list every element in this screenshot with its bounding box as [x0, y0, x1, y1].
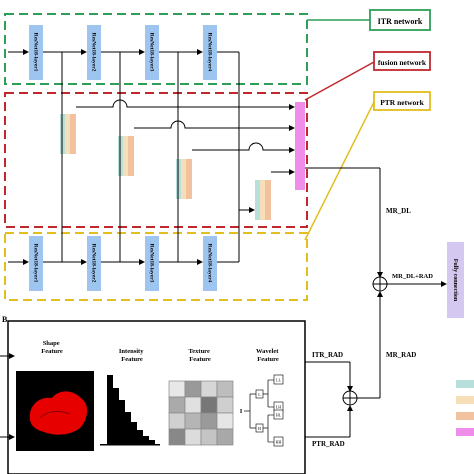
fusion-block-4: [255, 180, 271, 220]
intensity-histogram: [100, 375, 160, 446]
ptr-region: [4, 232, 308, 301]
itr-resnet-layer4: [203, 25, 217, 80]
itr-region: [4, 13, 308, 85]
ptr-connector: [304, 101, 375, 241]
intensity-feature-title-l1: Intensity: [119, 348, 144, 355]
wavelet-ll: LL: [276, 378, 281, 383]
hist-bar-1: [107, 375, 113, 445]
fusion-label-box: [373, 51, 431, 71]
texture-feature-title-l1: Texture: [189, 348, 210, 355]
fusion-label: fusion network: [378, 58, 427, 67]
hist-bar-4: [125, 412, 131, 445]
fully-connection-block: [447, 242, 464, 318]
ptr-resnet-layer2: [87, 236, 101, 291]
fusion-region: [4, 92, 308, 228]
intensity-feature-title-l2: Feature: [121, 356, 143, 363]
itr-resnet-layer3-label: ResNet18-layer3: [149, 33, 155, 72]
texture-feature-title-l2: Feature: [189, 356, 211, 363]
ptr-resnet-layer3-label: ResNet18-layer3: [149, 244, 155, 283]
ptr-resnet-chain: ResNet18-layer1 ResNet18-layer2 ResNet18…: [8, 236, 217, 291]
itr-label: ITR network: [378, 17, 423, 26]
tumor-texture: [39, 410, 71, 419]
itr-resnet-layer2: [87, 25, 101, 80]
mr-rad-label: MR_RAD: [386, 351, 416, 359]
shape-feature-title: Shape Feature: [41, 340, 63, 355]
ptr-resnet-layer4-label: ResNet18-layer4: [207, 244, 213, 283]
hist-bar-6: [137, 430, 143, 445]
wavelet-lh: LH: [276, 405, 281, 410]
hist-bar-3: [119, 400, 125, 445]
ptr-resnet-layer2-label: ResNet18-layer2: [91, 244, 97, 283]
itr-label-box: [369, 9, 431, 31]
fusion-connector: [304, 61, 375, 101]
itr-resnet-layer4-label: ResNet18-layer4: [207, 33, 213, 72]
fully-connection-label: Fully connection: [452, 259, 458, 302]
wavelet-hl: HL: [276, 413, 282, 418]
legend-swatch-peach: [456, 412, 474, 420]
texture-grid: [168, 380, 234, 446]
itr-resnet-layer1: [29, 25, 43, 80]
tumor-shape: [29, 391, 88, 435]
fusion-output-block: [295, 102, 305, 190]
itr-resnet-layer2-label: ResNet18-layer2: [91, 33, 97, 72]
hist-bar-7: [143, 436, 149, 445]
itr-resnet-layer1-label: ResNet18-layer1: [33, 33, 39, 72]
intensity-feature-title: Intensity Feature: [119, 348, 145, 363]
ptr-resnet-layer4: [203, 236, 217, 291]
wavelet-input: I: [240, 409, 243, 415]
wavelet-h: H: [258, 426, 261, 431]
fusion-feed-lines: [76, 99, 295, 175]
legend-swatch-teal: [456, 380, 474, 388]
fusion-taps: [61, 51, 255, 263]
panel-b-letter: B: [2, 315, 8, 324]
hist-bar-8: [149, 440, 155, 445]
texture-feature-title: Texture Feature: [189, 348, 212, 363]
itr-resnet-layer3: [145, 25, 159, 80]
ptr-label-box: [373, 91, 431, 111]
hist-bar-5: [131, 422, 137, 445]
wavelet-tree: I L H LL LH HL HH: [240, 374, 284, 447]
mr-dl-label: MR_DL: [386, 207, 411, 215]
shape-feature-title-l1: Shape: [43, 340, 60, 347]
itr-rad-label: ITR_RAD: [312, 351, 343, 359]
legend-swatch-pink: [456, 428, 474, 436]
ptr-resnet-layer1-label: ResNet18-layer1: [33, 244, 39, 283]
ptr-resnet-layer1: [29, 236, 43, 291]
ptr-label: PTR network: [380, 98, 424, 107]
ptr-rad-label: PTR_RAD: [312, 440, 345, 448]
wavelet-feature-title-l1: Wavelet: [256, 348, 279, 355]
legend-swatch-cream: [456, 396, 474, 404]
wavelet-feature-title: Wavelet Feature: [256, 348, 280, 363]
hist-bar-2: [113, 388, 119, 445]
itr-resnet-chain: ResNet18-layer1 ResNet18-layer2 ResNet18…: [8, 25, 217, 80]
shape-feature-title-l2: Feature: [41, 348, 63, 355]
ptr-resnet-layer3: [145, 236, 159, 291]
mr-dl-rad-label: MR_DL+RAD: [392, 273, 433, 280]
wavelet-l: L: [258, 392, 261, 397]
wavelet-hh: HH: [276, 440, 282, 445]
wavelet-feature-title-l2: Feature: [257, 356, 279, 363]
